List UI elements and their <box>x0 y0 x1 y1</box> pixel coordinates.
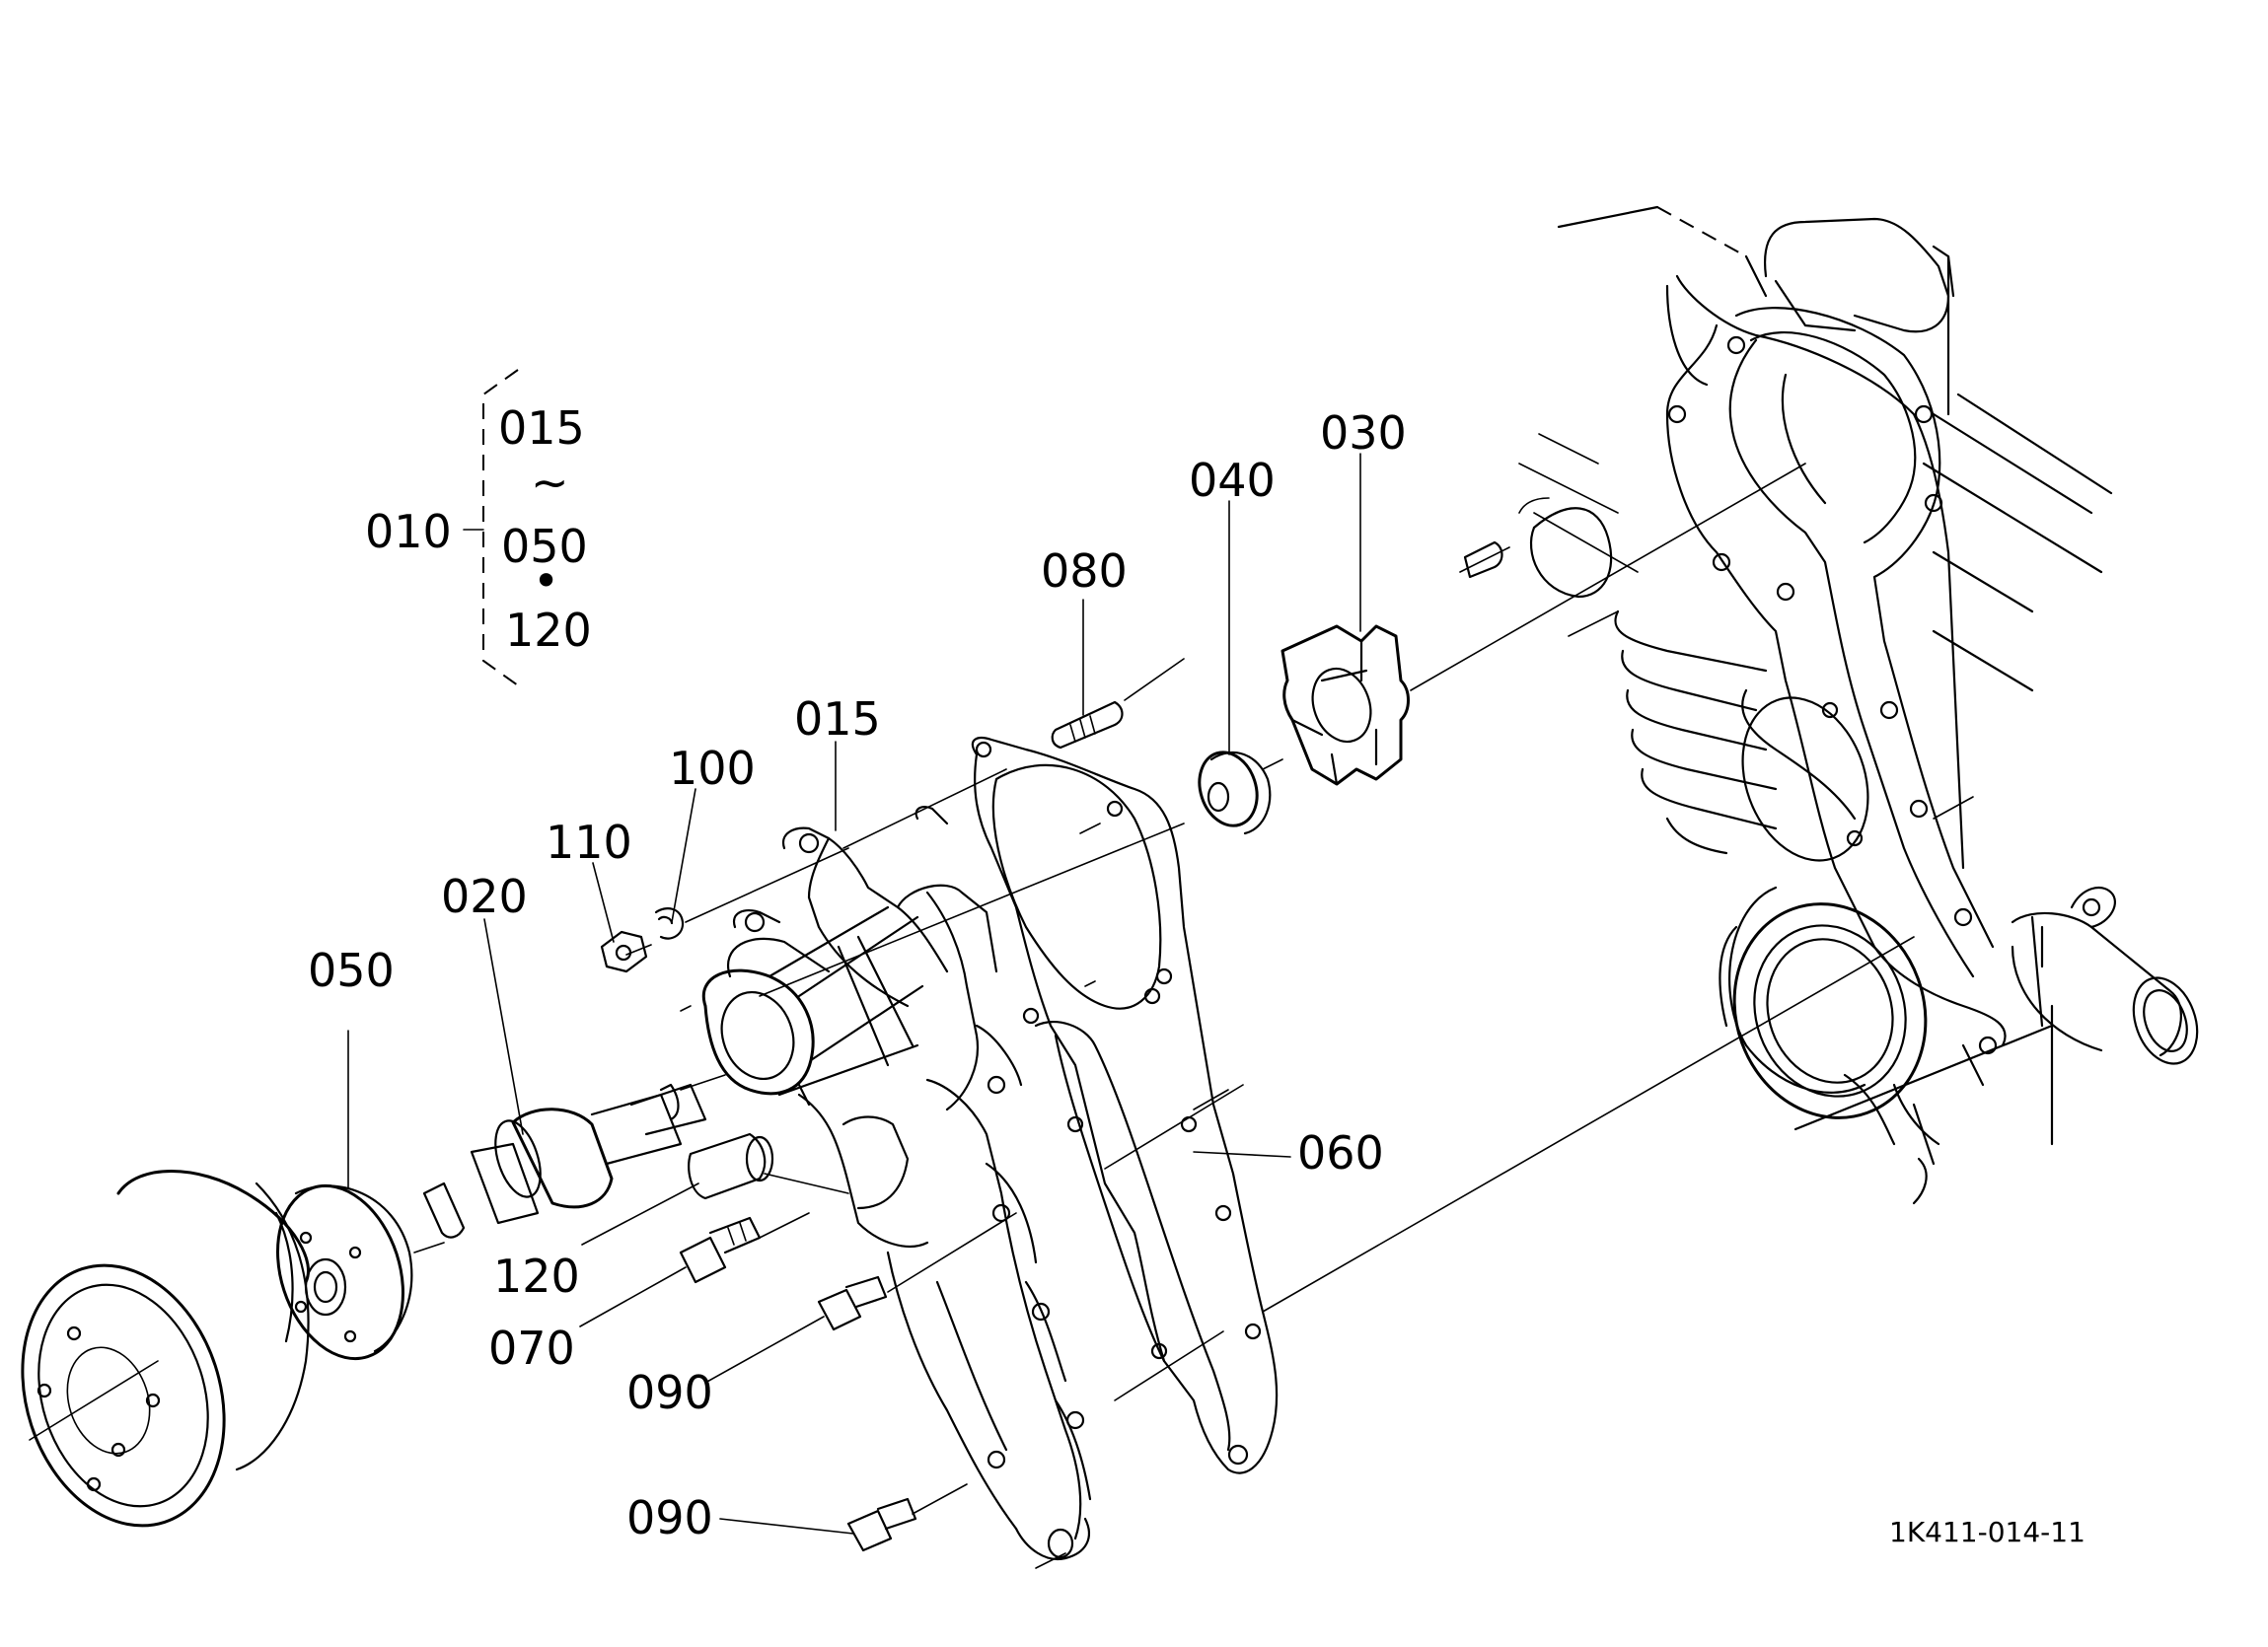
label-090-upper: 090 <box>626 1366 713 1419</box>
label-015: 015 <box>794 692 881 746</box>
impeller <box>1280 624 1410 786</box>
label-110: 110 <box>546 816 632 869</box>
label-050: 050 <box>308 944 395 997</box>
label-120: 120 <box>493 1250 580 1303</box>
label-030: 030 <box>1320 406 1407 460</box>
label-group-015: 015 <box>498 401 585 455</box>
mechanical-seal <box>1198 751 1272 835</box>
bolt-upper <box>817 1275 888 1331</box>
assembly-bracket <box>463 369 519 686</box>
label-group-050: 050 <box>501 520 588 573</box>
water-pump-body <box>701 826 1092 1561</box>
label-040: 040 <box>1189 454 1276 507</box>
reference-code: 1K411-014-11 <box>1889 1516 2085 1548</box>
label-080: 080 <box>1041 544 1128 598</box>
pump-gasket <box>915 737 1279 1474</box>
label-020: 020 <box>441 870 528 923</box>
label-group-120: 120 <box>505 604 592 657</box>
fan-drive-pulley <box>21 1170 310 1528</box>
pulley-flange <box>276 1183 413 1361</box>
stud-bolt <box>1051 700 1124 750</box>
label-group-bullet: • <box>533 554 559 608</box>
joint-pipe <box>688 1132 774 1200</box>
label-010: 010 <box>365 505 452 558</box>
assembly-axis-lines <box>413 463 1974 1569</box>
drain-plug <box>679 1216 762 1284</box>
label-100: 100 <box>669 742 756 795</box>
label-090-lower: 090 <box>626 1491 713 1544</box>
label-060: 060 <box>1297 1126 1384 1180</box>
label-070: 070 <box>488 1322 575 1375</box>
leader-lines <box>347 453 1361 1535</box>
part-labels: 010 015 ~ 050 • 120 030 040 080 015 100 … <box>308 401 2085 1548</box>
engine-block <box>1463 205 2199 1205</box>
bolt-lower <box>846 1497 917 1552</box>
bearing-shaft-unit <box>422 1083 707 1239</box>
label-group-tilde: ~ <box>531 456 569 509</box>
